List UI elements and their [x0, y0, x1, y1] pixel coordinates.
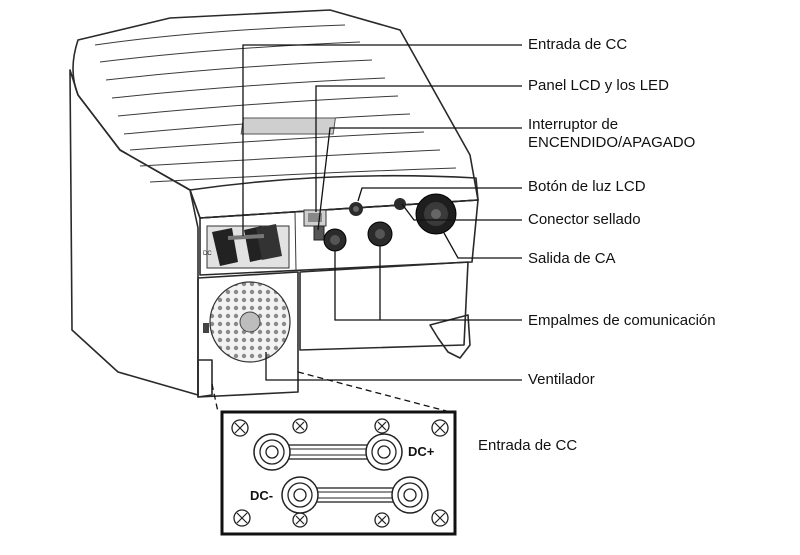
on-off-switch — [313, 225, 325, 241]
label-fan: Ventilador — [528, 371, 595, 388]
label-ac-output: Salida de CA — [528, 250, 616, 267]
label-lcd-light-button: Botón de luz LCD — [528, 178, 646, 195]
lcd-light-button — [349, 202, 363, 216]
dc-minus-label: DC- — [250, 488, 273, 503]
left-leg — [197, 359, 213, 398]
communication-glands — [323, 221, 393, 252]
sealed-connector — [394, 198, 406, 210]
label-dc-input: Entrada de CC — [528, 36, 628, 53]
lid-nameplate — [240, 117, 336, 135]
lid-front-rim — [189, 174, 479, 219]
dc-small-text: DC — [203, 251, 212, 257]
dc-connectors: DC — [203, 224, 290, 269]
leader-lines — [242, 44, 522, 381]
right-leg — [429, 314, 471, 359]
ac-output-gland — [415, 193, 457, 235]
label-communication-glands: Empalmes de comunicación — [528, 312, 716, 329]
top-lid — [72, 9, 479, 219]
label-sealed-connector: Conector sellado — [528, 211, 641, 228]
left-side-panel — [69, 69, 199, 396]
detail-frame — [220, 410, 457, 536]
fan-grille — [209, 281, 291, 363]
fan-housing — [197, 271, 299, 398]
label-dc-input-detail: Entrada de CC — [478, 437, 578, 454]
corner-screws — [231, 418, 449, 528]
label-lcd-leds: Panel LCD y los LED — [528, 77, 669, 94]
lcd-led-window — [303, 209, 327, 227]
label-switch-line1: Interruptor de — [528, 116, 619, 133]
dc-minus-connector-pair — [281, 476, 429, 514]
heatsink-grille — [299, 261, 469, 351]
label-switch-line2: ENCENDIDO/APAGADO — [528, 134, 696, 151]
zoom-lines — [211, 371, 451, 413]
dc-input-detail: DC+ DC- — [220, 410, 457, 536]
front-connection-panel — [199, 199, 479, 276]
inverter-unit: DC — [69, 9, 479, 398]
dc-plus-connector-pair — [253, 433, 403, 471]
dc-plus-label: DC+ — [408, 444, 435, 459]
lid-ribs — [94, 24, 457, 183]
